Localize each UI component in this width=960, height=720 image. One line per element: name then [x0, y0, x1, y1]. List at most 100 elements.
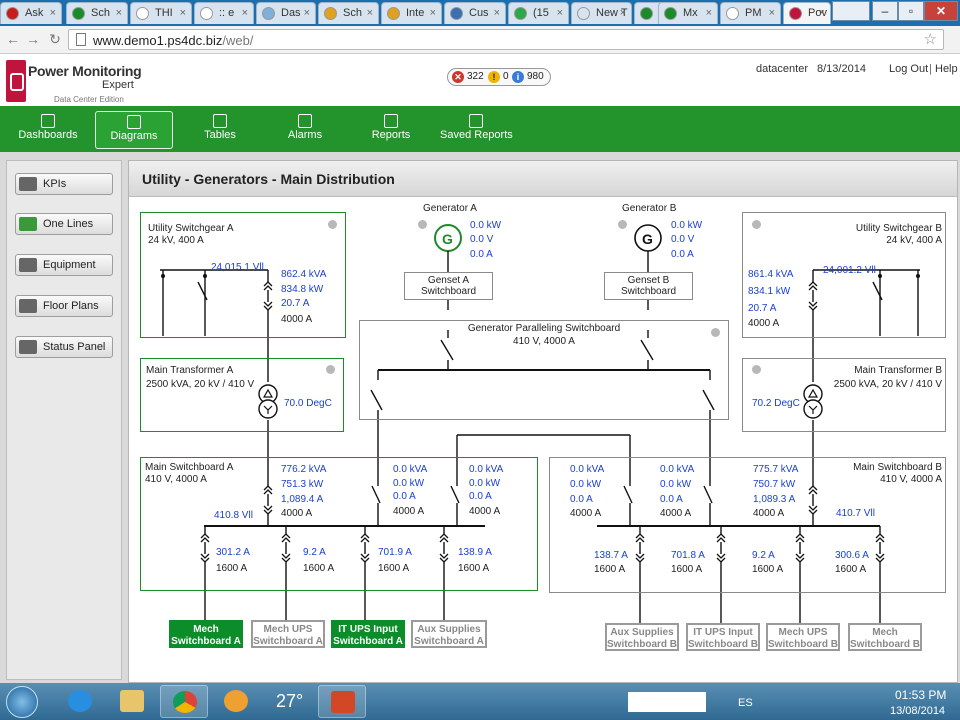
- alarm-summary[interactable]: ✕ 322 ! 0 i 980: [447, 68, 551, 86]
- taskbar-app[interactable]: [212, 685, 260, 718]
- browser-tab-label: Pov: [808, 7, 827, 19]
- back-icon[interactable]: ←: [6, 31, 20, 47]
- forward-icon[interactable]: →: [26, 31, 40, 47]
- clock-time[interactable]: 01:53 PM: [895, 688, 947, 702]
- sidebar-item-kpis[interactable]: KPIs: [15, 173, 113, 195]
- main-transformer-a-box[interactable]: [140, 358, 344, 432]
- transformer-a-icon: [262, 388, 274, 398]
- reload-icon[interactable]: ↻: [49, 31, 61, 47]
- browser-tab[interactable]: :: e×: [194, 2, 254, 24]
- clock-date[interactable]: 13/08/2014: [890, 705, 946, 717]
- browser-tab[interactable]: Pov×: [783, 2, 831, 24]
- close-tab-icon[interactable]: ×: [241, 7, 248, 19]
- taskbar-ie[interactable]: [56, 685, 104, 718]
- url-field[interactable]: www.demo1.ps4dc.biz/web/ ☆: [68, 29, 944, 50]
- genset-a-label: Genset A: [427, 275, 470, 286]
- close-tab-icon[interactable]: ×: [303, 7, 310, 19]
- browser-tab[interactable]: Sch×: [318, 2, 379, 24]
- bookmark-star-icon[interactable]: ☆: [923, 31, 937, 48]
- genset-a-switchboard-box[interactable]: [404, 272, 493, 300]
- browser-tab[interactable]: Cus×: [444, 2, 506, 24]
- main-transformer-b-box[interactable]: [742, 358, 946, 432]
- taskbar-chrome[interactable]: [160, 685, 208, 718]
- breaker-symbol: [623, 485, 633, 504]
- msbb-rating: 410 V, 4000 A: [880, 474, 942, 485]
- taskbar-explorer[interactable]: [108, 685, 156, 718]
- msba-out-current: 9.2 A: [303, 547, 326, 558]
- utility-switchgear-a-box[interactable]: [140, 212, 346, 338]
- nav-alarms[interactable]: Alarms: [273, 111, 337, 149]
- browser-tab[interactable]: Mx×: [658, 2, 718, 24]
- browser-tab[interactable]: PM×: [720, 2, 781, 24]
- utility-switchgear-b-box[interactable]: [742, 212, 946, 338]
- sidebar-item-status-panel[interactable]: Status Panel: [15, 336, 113, 358]
- browser-tab[interactable]: Sch×: [66, 2, 128, 24]
- msbb-feed2-current: 0.0 A: [660, 494, 683, 505]
- close-tab-icon[interactable]: ×: [768, 7, 775, 19]
- close-tab-icon[interactable]: ×: [429, 7, 436, 19]
- logo-title: Power Monitoring: [28, 63, 142, 79]
- close-window-icon[interactable]: ✕: [924, 1, 958, 21]
- close-tab-icon[interactable]: ×: [556, 7, 563, 19]
- genset-b-switchboard-box[interactable]: [604, 272, 693, 300]
- browser-tab[interactable]: (15×: [508, 2, 569, 24]
- powerpoint-icon: [331, 691, 355, 713]
- close-tab-icon[interactable]: ×: [493, 7, 500, 19]
- blank-icon: [577, 7, 590, 20]
- close-tab-icon[interactable]: ×: [705, 7, 712, 19]
- close-tab-icon[interactable]: ×: [115, 7, 122, 19]
- nav-saved-reports[interactable]: Saved Reports: [440, 111, 513, 149]
- close-tab-icon[interactable]: ×: [179, 7, 186, 19]
- logout-link[interactable]: Log Out: [889, 63, 929, 75]
- taskbar-weather[interactable]: 27°: [266, 685, 314, 718]
- browser-tab[interactable]: THI×: [130, 2, 192, 24]
- breaker-msba-out-3: [360, 537, 370, 543]
- page-icon: [76, 33, 86, 46]
- nav-tables[interactable]: Tables: [188, 111, 252, 149]
- maximize-icon[interactable]: ▫: [898, 1, 924, 21]
- help-link[interactable]: Help: [935, 63, 958, 75]
- sidebar-item-one-lines[interactable]: One Lines: [15, 213, 113, 235]
- main-switchboard-a-box[interactable]: [140, 457, 538, 591]
- close-tab-icon[interactable]: ×: [366, 7, 373, 19]
- taskbar-powerpoint[interactable]: [318, 685, 366, 718]
- close-tab-icon[interactable]: ×: [818, 7, 825, 19]
- usgb-rating: 24 kV, 400 A: [886, 235, 942, 246]
- panel-header: Utility - Generators - Main Distribution: [129, 161, 957, 197]
- breaker-msbb-main: [808, 505, 818, 511]
- browser-tab[interactable]: Ask×: [0, 2, 62, 24]
- breaker-symbol: [370, 389, 383, 411]
- close-tab-icon[interactable]: ×: [49, 7, 56, 19]
- sidebar-item-equipment[interactable]: Equipment: [15, 254, 113, 276]
- browser-tab[interactable]: New T×: [571, 2, 632, 24]
- windows-taskbar: 27° ES 01:53 PM 13/08/2014: [0, 683, 960, 720]
- language-indicator[interactable]: ES: [738, 697, 753, 709]
- page-title: Utility - Generators - Main Distribution: [142, 171, 395, 187]
- generator-paralleling-switchboard-box[interactable]: [359, 320, 729, 420]
- nav-dashboards[interactable]: Dashboards: [12, 111, 84, 149]
- msba-name: Main Switchboard A: [145, 462, 234, 473]
- start-button-icon[interactable]: [6, 686, 38, 718]
- breaker-symbol: [878, 274, 882, 278]
- tile-line-2: Switchboard A: [333, 636, 403, 647]
- usgb-current: 20.7 A: [748, 303, 777, 314]
- close-tab-icon[interactable]: ×: [619, 7, 626, 19]
- browser-tab[interactable]: Das×: [256, 2, 316, 24]
- browser-tab-label: New T: [596, 7, 628, 19]
- new-tab-button[interactable]: [832, 1, 870, 21]
- nav-reports[interactable]: Reports: [360, 111, 422, 149]
- browser-tab[interactable]: Inte×: [381, 2, 442, 24]
- minimize-icon[interactable]: –: [872, 1, 898, 21]
- sidebar-item-floor-plans[interactable]: Floor Plans: [15, 295, 113, 317]
- tile-line-2: Switchboard B: [688, 639, 759, 650]
- main-switchboard-b-box[interactable]: [549, 457, 946, 593]
- nav-diagrams[interactable]: Diagrams: [95, 111, 173, 149]
